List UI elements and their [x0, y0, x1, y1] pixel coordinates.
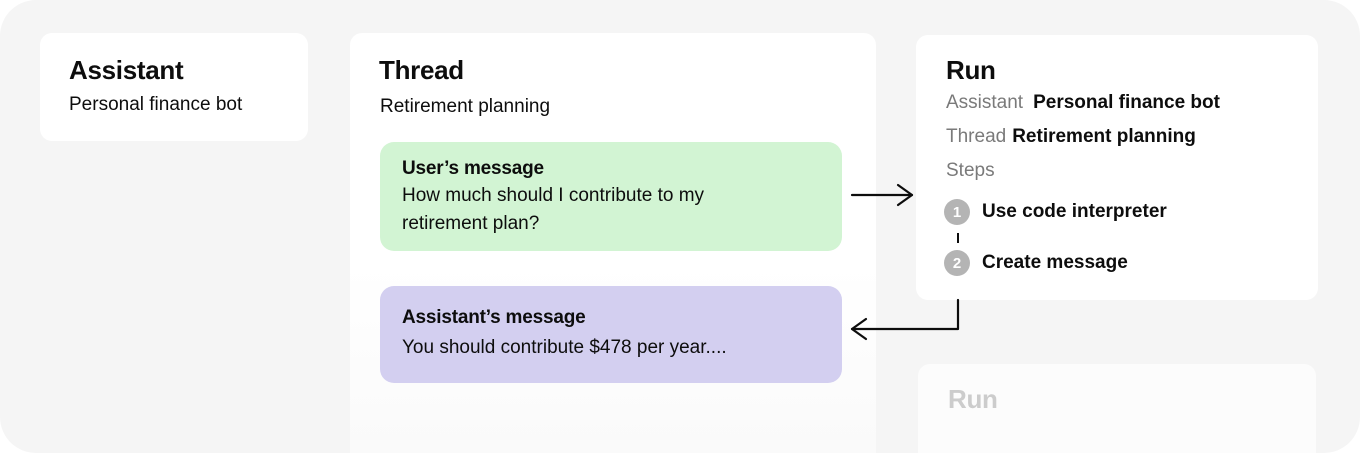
user-message-text: How much should I contribute to my retir…: [402, 185, 705, 234]
thread-card-title: Thread: [379, 55, 464, 85]
assistant-card: Assistant Personal finance bot: [40, 33, 308, 141]
user-message: User’s message How much should I contrib…: [380, 142, 842, 251]
assistant-message-label: Assistant’s message: [402, 307, 586, 328]
assistant-card-title: Assistant: [69, 55, 184, 85]
run-card-title: Run: [946, 55, 996, 85]
step-connector: [957, 233, 959, 243]
thread-card: Thread Retirement planning User’s messag…: [350, 33, 876, 453]
step-number-badge-icon: 1: [944, 199, 970, 225]
run-steps-label: Steps: [946, 160, 995, 181]
user-message-label: User’s message: [402, 158, 544, 179]
run-assistant-value: Personal finance bot: [1033, 92, 1220, 113]
run-assistant-key: Assistant: [946, 92, 1024, 113]
assistant-message: Assistant’s message You should contribut…: [380, 286, 842, 383]
run-thread-key: Thread: [946, 126, 1007, 147]
run-card: Run Assistant Personal finance bot Thread…: [916, 35, 1318, 300]
assistant-name: Personal finance bot: [69, 94, 243, 115]
run-assistant-row: Assistant Personal finance bot: [946, 92, 1220, 114]
step-number-badge-icon: 2: [944, 250, 970, 276]
ghost-run-card-title: Run: [948, 384, 998, 414]
run-step: 1 Use code interpreter: [944, 199, 1167, 225]
ghost-run-card: Run: [918, 364, 1316, 453]
run-thread-value: Retirement planning: [1012, 126, 1196, 147]
step-label: Create message: [982, 252, 1128, 273]
assistant-message-text: You should contribute $478 per year....: [402, 337, 727, 358]
thread-name: Retirement planning: [380, 96, 551, 117]
step-label: Use code interpreter: [982, 201, 1167, 222]
run-step: 2 Create message: [944, 250, 1128, 276]
